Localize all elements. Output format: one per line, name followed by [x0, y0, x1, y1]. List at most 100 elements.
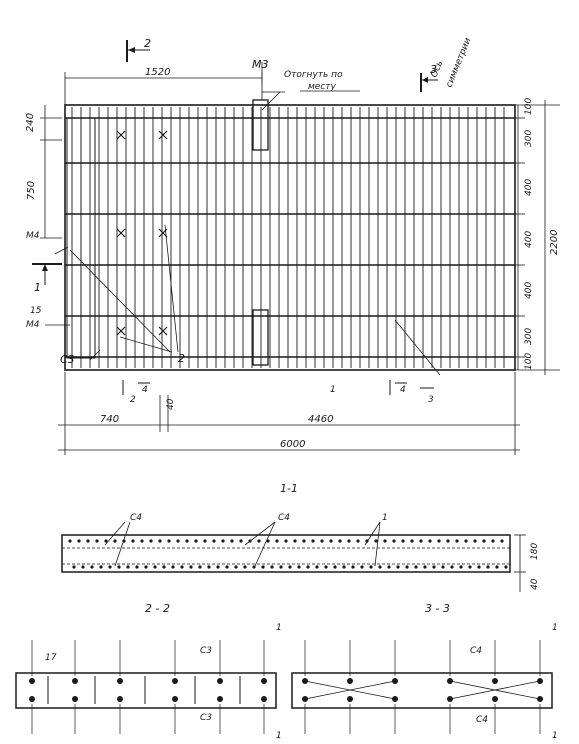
section-2-2-c3-bottom: С3 [200, 713, 212, 723]
bar-dot [432, 565, 436, 569]
bar-dot [176, 539, 180, 543]
bar-dot [108, 565, 112, 569]
bar-dot [68, 539, 72, 543]
dim-right-total: 2200 [549, 230, 560, 255]
section-3-3-end-top: 1 [552, 623, 558, 633]
bar-dot [257, 539, 261, 543]
bar-dot [356, 539, 360, 543]
dim-bottom [58, 372, 520, 455]
dim-right [512, 100, 560, 375]
bar-dot [437, 539, 441, 543]
dim-right-300-b: 300 [524, 328, 534, 345]
bar-dot [239, 539, 243, 543]
callout-item-4-right: 4 [400, 385, 406, 395]
section-3-3-end-bottom: 1 [552, 731, 558, 741]
dim-left-750: 750 [26, 181, 37, 200]
bar-dot [491, 539, 495, 543]
bar-dot [450, 565, 454, 569]
bar-dot [212, 539, 216, 543]
bar-dot [90, 565, 94, 569]
dim-right-100-top: 100 [524, 98, 534, 115]
bar-top [29, 678, 35, 684]
section-1-1-c4-left: С4 [130, 513, 142, 523]
bar-bottom [347, 696, 353, 702]
bar-dot [383, 539, 387, 543]
bar-dot [261, 565, 265, 569]
bar-dot [504, 565, 508, 569]
bar-dot [72, 565, 76, 569]
bar-top [347, 678, 353, 684]
bar-dot [270, 565, 274, 569]
slab-outline [64, 104, 516, 371]
dim-bottom-gap: 40 [166, 398, 176, 410]
bar-bottom [261, 696, 267, 702]
bar-dot [428, 539, 432, 543]
bar-dot [360, 565, 364, 569]
section-mark-1-label: 1 [34, 281, 41, 294]
bar-bottom [72, 696, 78, 702]
bar-dot [374, 539, 378, 543]
callout-bend-note-line2: месту [308, 82, 337, 92]
left-edge-frame [66, 117, 96, 359]
bar-dot [387, 565, 391, 569]
bottom-section-mark-3: 3 [428, 395, 434, 405]
bar-dot [315, 565, 319, 569]
bar-dot [95, 539, 99, 543]
diagonal-bar [304, 680, 396, 700]
bar-dot [216, 565, 220, 569]
bar-dot [293, 539, 297, 543]
callout-m3: М3 [252, 58, 269, 71]
section-1-1-dim-180: 180 [530, 543, 540, 560]
bar-dot [203, 539, 207, 543]
bar-dot [302, 539, 306, 543]
callout-item-2: 2 [178, 352, 185, 365]
bar-dot [329, 539, 333, 543]
bar-dot [117, 565, 121, 569]
bar-dot [414, 565, 418, 569]
section-2-2-bars [29, 640, 267, 734]
dim-top-1520 [64, 72, 263, 105]
bar-dot [266, 539, 270, 543]
bar-dot [81, 565, 85, 569]
bar-dot [486, 565, 490, 569]
callout-item-1: 1 [330, 385, 336, 395]
bar-dot [351, 565, 355, 569]
bar-dot [158, 539, 162, 543]
leader-lines [45, 62, 441, 376]
bar-top [261, 678, 267, 684]
bar-dot [459, 565, 463, 569]
bar-dot [279, 565, 283, 569]
section-1-1-outline [61, 534, 511, 573]
bar-dot [405, 565, 409, 569]
callout-item-15: 15 [30, 306, 42, 316]
bar-dot [396, 565, 400, 569]
bar-dot [473, 539, 477, 543]
bar-dot [131, 539, 135, 543]
lifting-loop-top [252, 99, 269, 151]
bar-dot [482, 539, 486, 543]
bar-top [172, 678, 178, 684]
bar-dot [441, 565, 445, 569]
bar-dot [99, 565, 103, 569]
bar-dot [126, 565, 130, 569]
dim-right-300-a: 300 [524, 130, 534, 147]
bar-dot [446, 539, 450, 543]
section-mark-1: 1 [32, 263, 62, 294]
bar-bottom [492, 696, 498, 702]
bar-dot [468, 565, 472, 569]
section-2-2-item-17: 17 [45, 653, 57, 663]
section-mark-2-label: 2 [144, 37, 151, 50]
dim-top-length: 1520 [145, 67, 170, 78]
section-1-1-item-1: 1 [382, 513, 388, 523]
bar-bottom [117, 696, 123, 702]
section-1-1-leaders [104, 521, 526, 592]
bar-dot [284, 539, 288, 543]
bar-dot [162, 565, 166, 569]
bar-dot [320, 539, 324, 543]
callout-item-4-left: 4 [142, 385, 148, 395]
section-mark-2: 2 [126, 37, 151, 62]
bar-dot [401, 539, 405, 543]
bar-dot [338, 539, 342, 543]
bar-dot [378, 565, 382, 569]
